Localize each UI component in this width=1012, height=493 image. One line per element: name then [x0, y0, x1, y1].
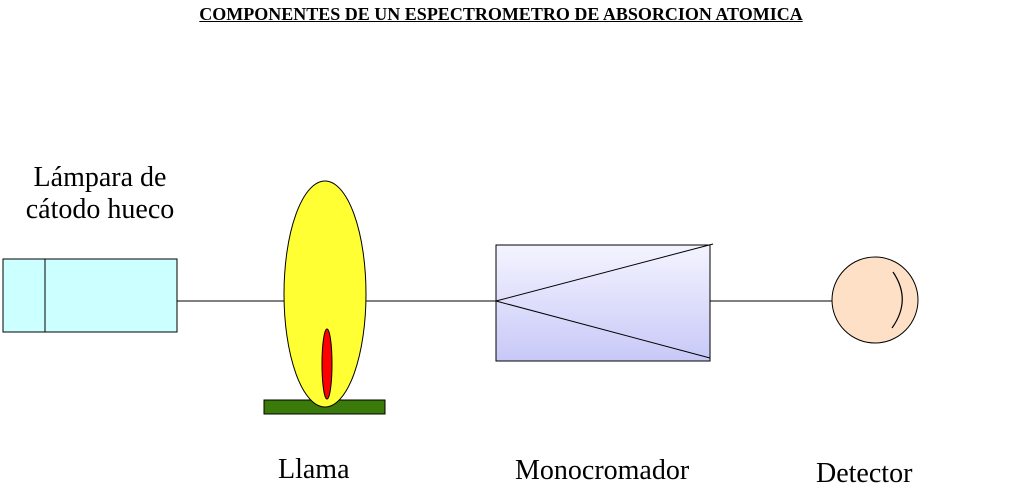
detector-label: Detector	[816, 458, 913, 489]
flame-inner	[321, 328, 333, 400]
detector-body	[831, 256, 919, 344]
lamp-label-line2: cátodo hueco	[25, 194, 175, 225]
monochromator-label: Monocromador	[515, 455, 690, 486]
lamp-label-line1: Lámpara de	[33, 162, 167, 193]
lamp-label: Lámpara de cátodo hueco	[0, 162, 200, 226]
flame-label: Llama	[278, 454, 350, 485]
detector-arc	[891, 271, 903, 329]
monochromator-ray-upper	[495, 243, 714, 302]
monochromator-box	[495, 244, 711, 362]
lamp-body	[2, 258, 178, 333]
diagram-title: COMPONENTES DE UN ESPECTROMETRO DE ABSOR…	[199, 4, 803, 24]
flame-outer	[283, 180, 367, 408]
monochromator-ray-lower	[495, 300, 711, 359]
